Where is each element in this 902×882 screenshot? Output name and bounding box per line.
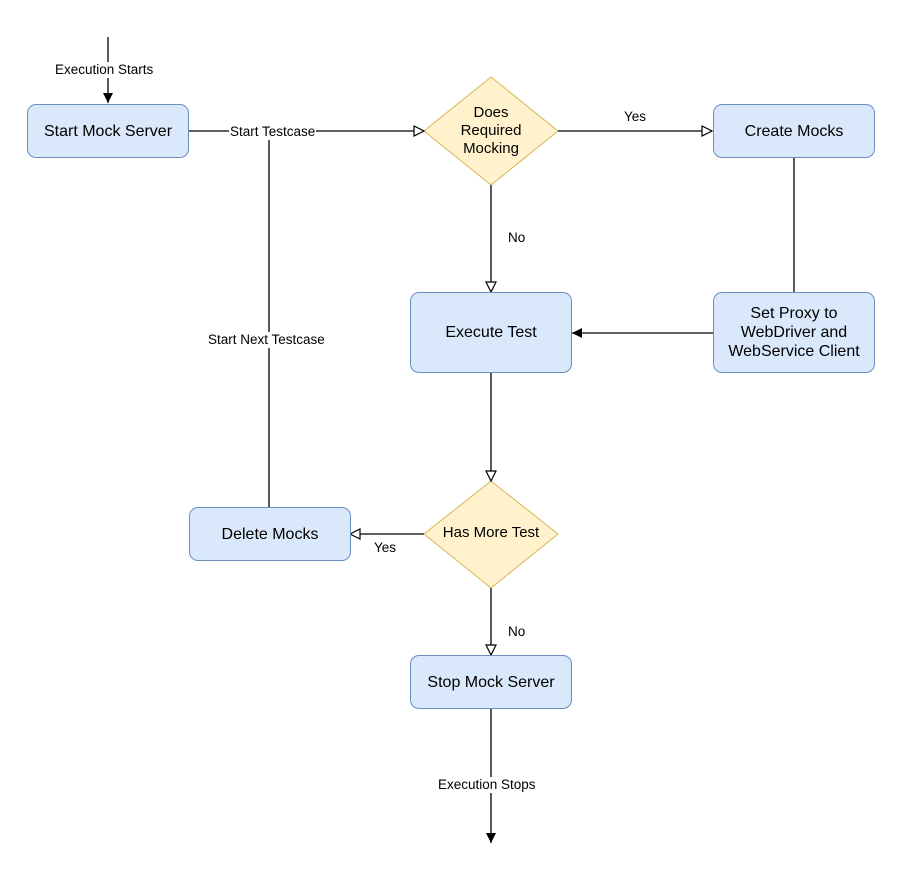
- node-stop-mock-server[interactable]: Stop Mock Server: [410, 655, 572, 709]
- label-execution-stops: Execution Stops: [437, 777, 537, 793]
- node-does-required-mocking[interactable]: Does Required Mocking: [460, 104, 522, 157]
- label-execution-starts: Execution Starts: [54, 62, 155, 78]
- label-no-mocking: No: [508, 230, 526, 245]
- label-start-testcase: Start Testcase: [229, 124, 317, 140]
- node-execute-test[interactable]: Execute Test: [410, 292, 572, 373]
- node-set-proxy[interactable]: Set Proxy to WebDriver and WebService Cl…: [713, 292, 875, 373]
- label-no-more-test: No: [508, 624, 526, 639]
- node-create-mocks[interactable]: Create Mocks: [713, 104, 875, 158]
- label-yes-more-test: Yes: [374, 540, 397, 555]
- label-yes-mocking: Yes: [624, 109, 647, 124]
- node-has-more-test[interactable]: Has More Test: [442, 524, 540, 541]
- node-delete-mocks[interactable]: Delete Mocks: [189, 507, 351, 561]
- label-start-next-testcase: Start Next Testcase: [207, 332, 326, 348]
- node-start-mock-server[interactable]: Start Mock Server: [27, 104, 189, 158]
